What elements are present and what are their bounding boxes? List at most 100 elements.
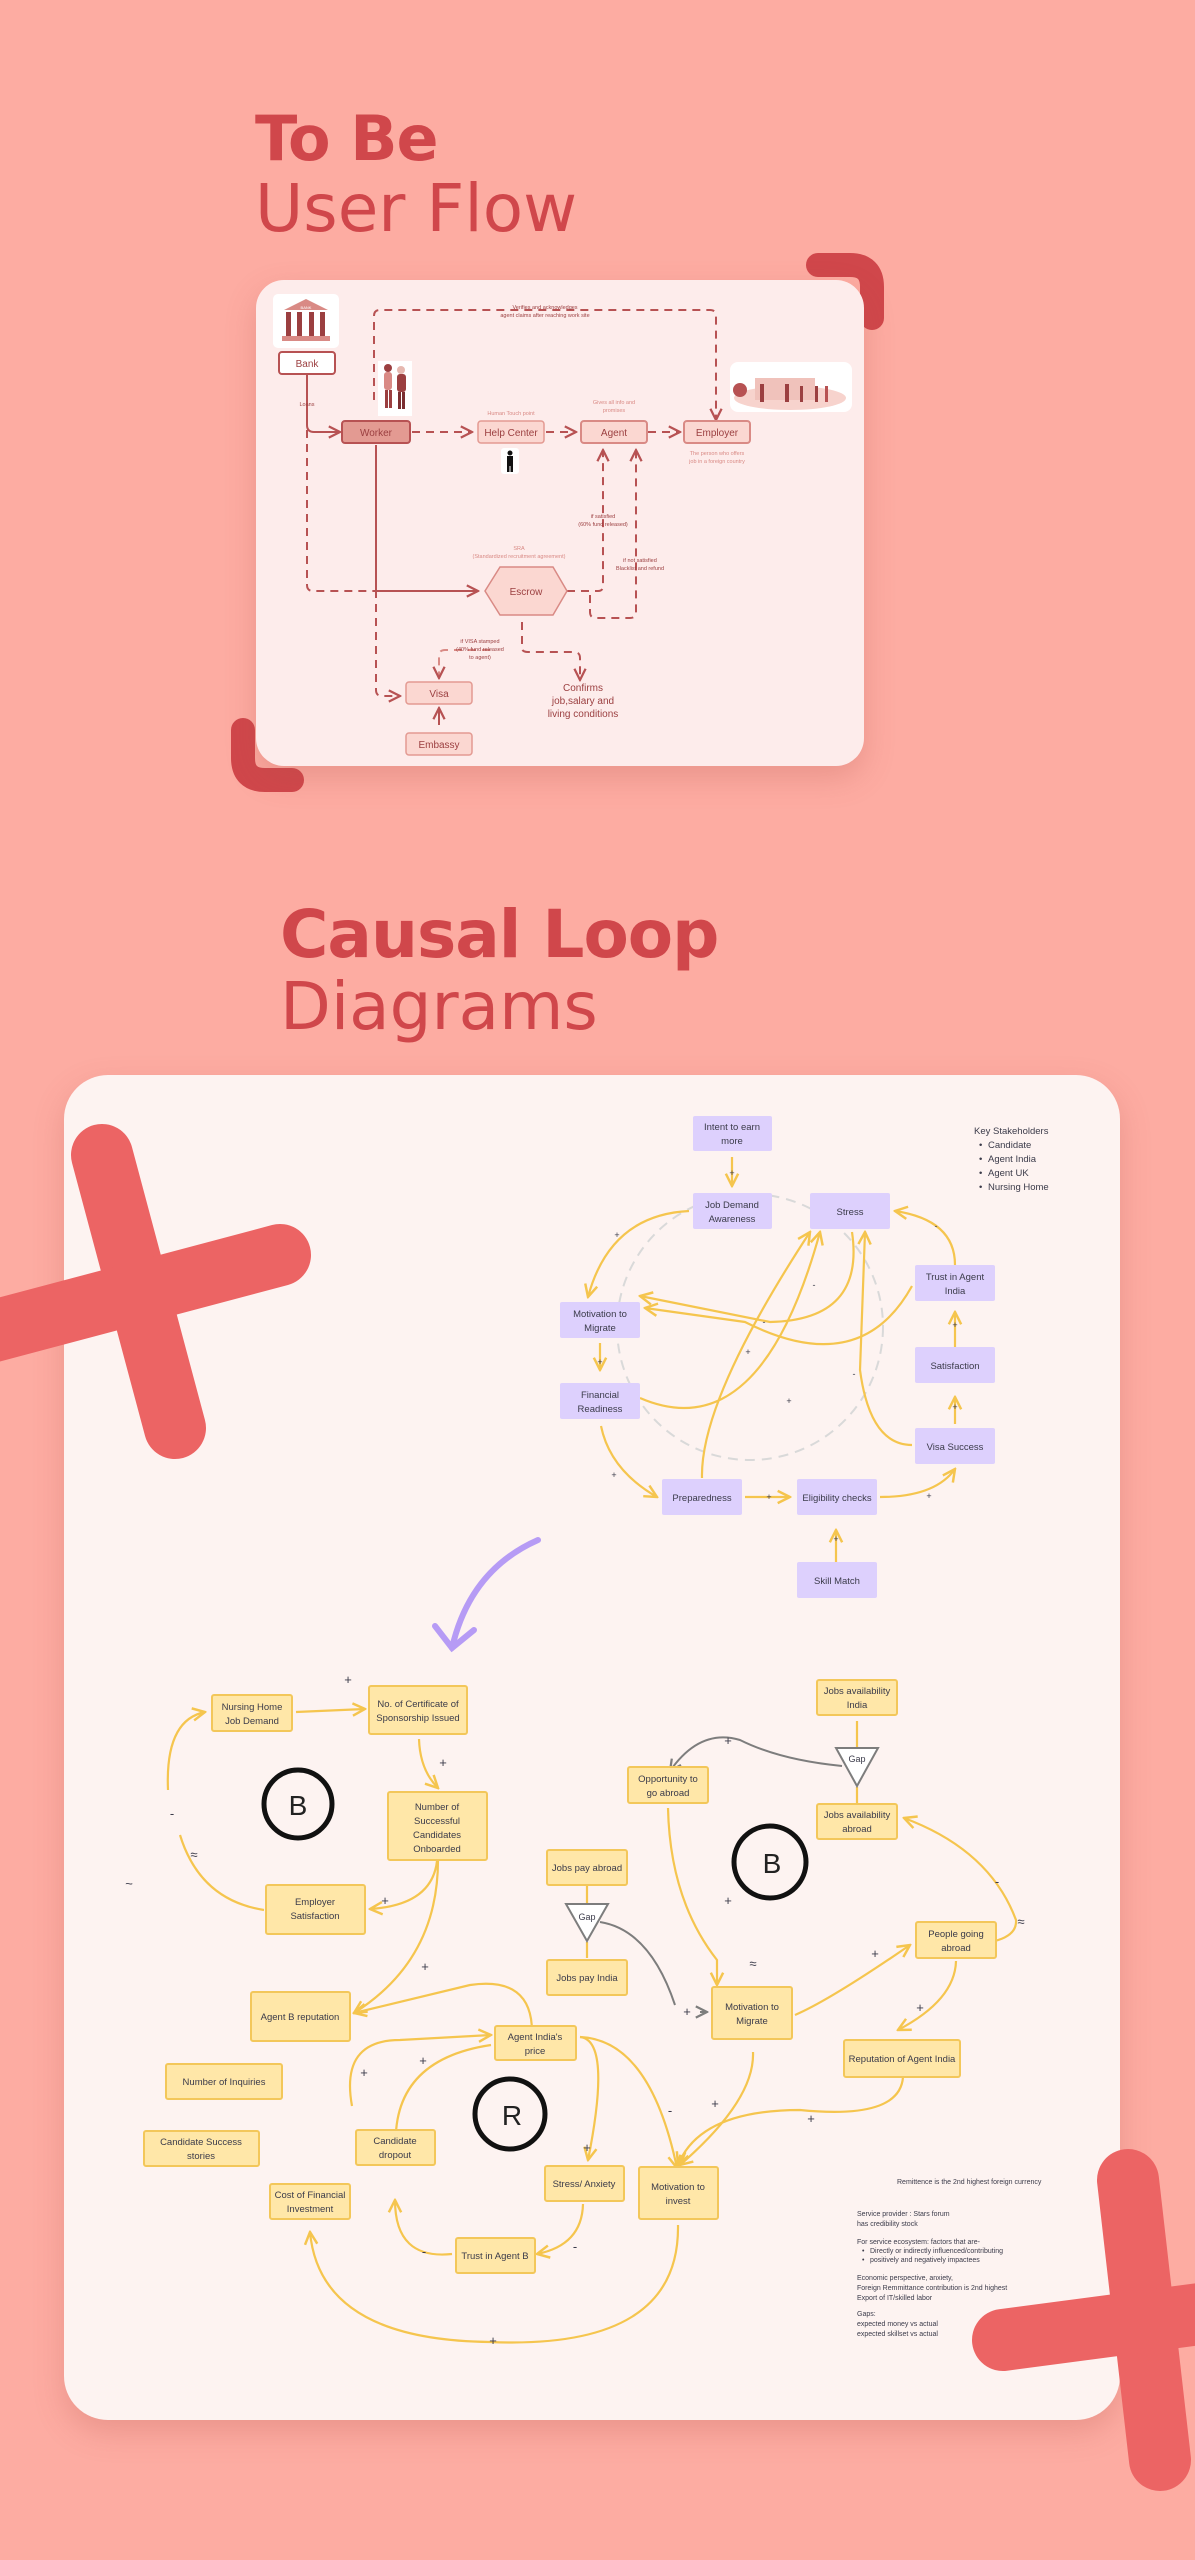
stakeholder-item: Candidate [988, 1140, 1031, 1151]
agent-label: Agent [601, 428, 627, 439]
node-stress-anxiety[interactable]: Stress/ Anxiety [544, 2165, 625, 2202]
notes-block: Remittence is the 2nd highest foreign cu… [857, 2179, 1042, 2338]
confirms-line: Confirms [563, 683, 603, 694]
gap-triangle: Gap [834, 1747, 880, 1789]
polarity-minus: - [935, 1221, 938, 1231]
node-skill-match[interactable]: Skill Match [797, 1562, 877, 1598]
node-job-demand-awareness[interactable]: Job Demand Awareness [693, 1193, 772, 1229]
polarity-plus: + [419, 2053, 427, 2068]
node-label: Migrate [584, 1323, 616, 1334]
node-label: stories [187, 2151, 215, 2162]
node-stress[interactable]: Stress [810, 1193, 890, 1229]
visa-stamped-label: to agent) [469, 655, 491, 661]
node-label: Candidate [373, 2136, 416, 2147]
stakeholders-heading: Key Stakeholders [974, 1126, 1049, 1137]
tilde-mark: ~ [125, 1876, 133, 1891]
node-label: dropout [379, 2150, 412, 2161]
node-intent-to-earn[interactable]: Intent to earn more [693, 1116, 772, 1151]
node-people-going-abroad[interactable]: People going abroad [915, 1921, 997, 1959]
worker-label: Worker [360, 428, 393, 439]
node-agent-b-reputation[interactable]: Agent B reputation [250, 1991, 351, 2042]
embassy-node[interactable]: Embassy [405, 732, 473, 756]
node-label: No. of Certificate of [377, 1699, 459, 1710]
node-motivation-to-invest[interactable]: Motivation to invest [638, 2166, 719, 2220]
escrow-label: Escrow [510, 587, 544, 598]
gap-label: Gap [848, 1754, 865, 1764]
curved-arrow-icon [432, 1537, 541, 1653]
node-label: Visa Success [927, 1442, 984, 1453]
help-center-label: Help Center [484, 428, 538, 439]
polarity-plus: + [597, 1357, 602, 1367]
polarity-minus: - [763, 1317, 766, 1327]
balancing-loop-marker: B [261, 1767, 335, 1841]
polarity-plus: + [952, 1320, 957, 1330]
polarity-plus: + [421, 1959, 429, 1974]
node-label: Successful [414, 1816, 460, 1827]
node-satisfaction[interactable]: Satisfaction [915, 1347, 995, 1383]
polarity-plus: + [871, 1946, 879, 1961]
if-satisfied-label: (60% fund released) [578, 522, 628, 528]
if-not-satisfied-label: Blacklist and refund [616, 566, 664, 572]
node-jobs-availability-abroad[interactable]: Jobs availability abroad [816, 1803, 898, 1840]
node-label: Candidates [413, 1830, 461, 1841]
worker-node[interactable]: Worker [341, 420, 411, 444]
node-successful-candidates[interactable]: Number of Successful Candidates Onboarde… [387, 1791, 488, 1861]
help-center-node[interactable]: Help Center [477, 420, 545, 444]
node-label: Investment [287, 2204, 334, 2215]
node-label: more [721, 1136, 743, 1147]
node-jobs-pay-abroad[interactable]: Jobs pay abroad [546, 1849, 628, 1886]
human-touch-label: Human Touch point [487, 411, 535, 417]
sra-label: SRA [513, 546, 525, 552]
note-remittance: Remittence is the 2nd highest foreign cu… [897, 2179, 1042, 2186]
stakeholder-item: Nursing Home [988, 1182, 1049, 1193]
employer-node[interactable]: Employer [683, 420, 751, 444]
loop-letter: R [502, 2100, 522, 2131]
if-not-satisfied-label: if not satisfied [623, 558, 657, 564]
bank-node[interactable]: Bank [278, 351, 336, 375]
node-candidate-dropout[interactable]: Candidate dropout [355, 2129, 436, 2166]
polarity-plus: + [724, 1733, 732, 1748]
node-agent-india-price[interactable]: Agent India's price [494, 2025, 577, 2061]
agent-node[interactable]: Agent [580, 420, 648, 444]
visa-node[interactable]: Visa [405, 681, 473, 705]
node-eligibility-checks[interactable]: Eligibility checks [797, 1479, 877, 1515]
node-label: Cost of Financial [275, 2190, 346, 2201]
node-preparedness[interactable]: Preparedness [662, 1479, 742, 1515]
polarity-minus: - [573, 2239, 577, 2254]
node-label: Skill Match [814, 1576, 860, 1587]
node-certificate-of-sponsorship[interactable]: No. of Certificate of Sponsorship Issued [368, 1685, 468, 1735]
note-line: Export of IT/skilled labor [857, 2295, 933, 2302]
escrow-node[interactable]: Escrow [484, 566, 568, 616]
delay-mark: ≈ [1017, 1914, 1024, 1929]
node-label: Number of Inquiries [183, 2077, 266, 2088]
confirms-line: job,salary and [551, 696, 614, 707]
polarity-plus: + [724, 1893, 732, 1908]
node-financial-readiness[interactable]: Financial Readiness [560, 1383, 640, 1419]
node-trust-in-agent-b[interactable]: Trust in Agent B [455, 2237, 536, 2274]
node-label: Jobs availability [824, 1810, 891, 1821]
node-label: Agent India's [508, 2032, 563, 2043]
note-line: expected skillset vs actual [857, 2331, 938, 2338]
node-motivation-to-migrate[interactable]: Motivation to Migrate [711, 1986, 793, 2040]
node-number-of-inquiries[interactable]: Number of Inquiries [165, 2063, 283, 2100]
node-jobs-availability-india[interactable]: Jobs availability India [816, 1679, 898, 1716]
node-nursing-home-job-demand[interactable]: Nursing Home Job Demand [211, 1694, 293, 1732]
polarity-minus: - [813, 1280, 816, 1290]
stakeholder-item: • [979, 1182, 982, 1193]
node-visa-success[interactable]: Visa Success [915, 1428, 995, 1464]
node-cost-of-financial-investment[interactable]: Cost of Financial Investment [269, 2183, 351, 2220]
node-label: Stress [837, 1207, 864, 1218]
node-reputation-of-agent-india[interactable]: Reputation of Agent India [843, 2039, 961, 2078]
node-motivation-to-migrate[interactable]: Motivation to Migrate [560, 1302, 640, 1338]
polarity-plus: + [489, 2333, 497, 2348]
note-line: Directly or indirectly influenced/contri… [870, 2248, 1003, 2255]
node-jobs-pay-india[interactable]: Jobs pay India [546, 1959, 628, 1996]
polarity-plus: + [833, 1534, 838, 1544]
if-satisfied-label: if satisfied [591, 514, 615, 520]
node-candidate-success-stories[interactable]: Candidate Success stories [143, 2130, 260, 2167]
node-trust-in-agent-india[interactable]: Trust in Agent India [915, 1265, 995, 1301]
node-label: Job Demand [705, 1200, 759, 1211]
node-opportunity-to-go-abroad[interactable]: Opportunity to go abroad [627, 1766, 709, 1804]
node-employer-satisfaction[interactable]: Employer Satisfaction [265, 1884, 366, 1935]
